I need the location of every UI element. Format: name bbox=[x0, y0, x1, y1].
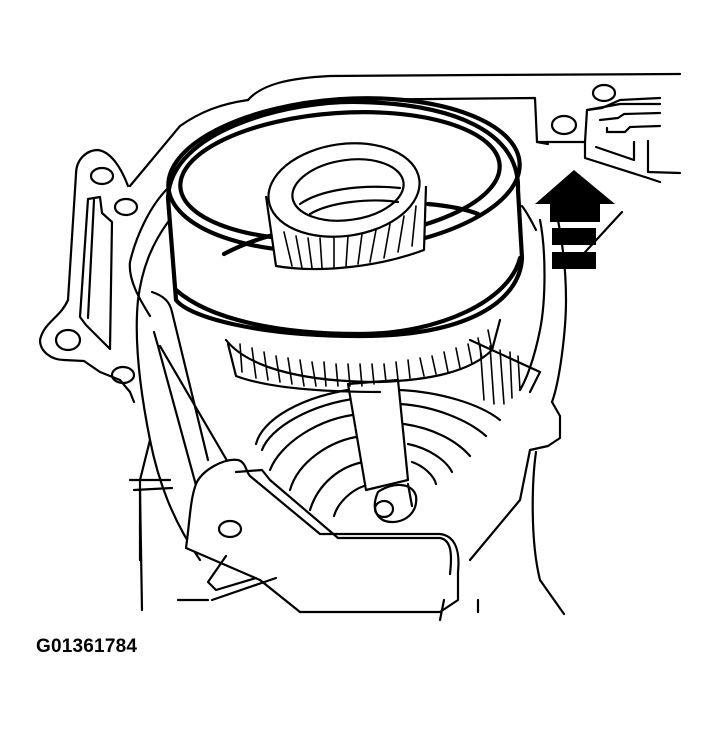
ring-gear bbox=[224, 318, 542, 405]
transmission-case bbox=[38, 72, 682, 622]
lifting-rod bbox=[346, 378, 418, 524]
clutch-drum bbox=[165, 96, 525, 339]
figure-id-label: G01361784 bbox=[36, 636, 138, 657]
up-arrow-icon bbox=[535, 170, 615, 269]
